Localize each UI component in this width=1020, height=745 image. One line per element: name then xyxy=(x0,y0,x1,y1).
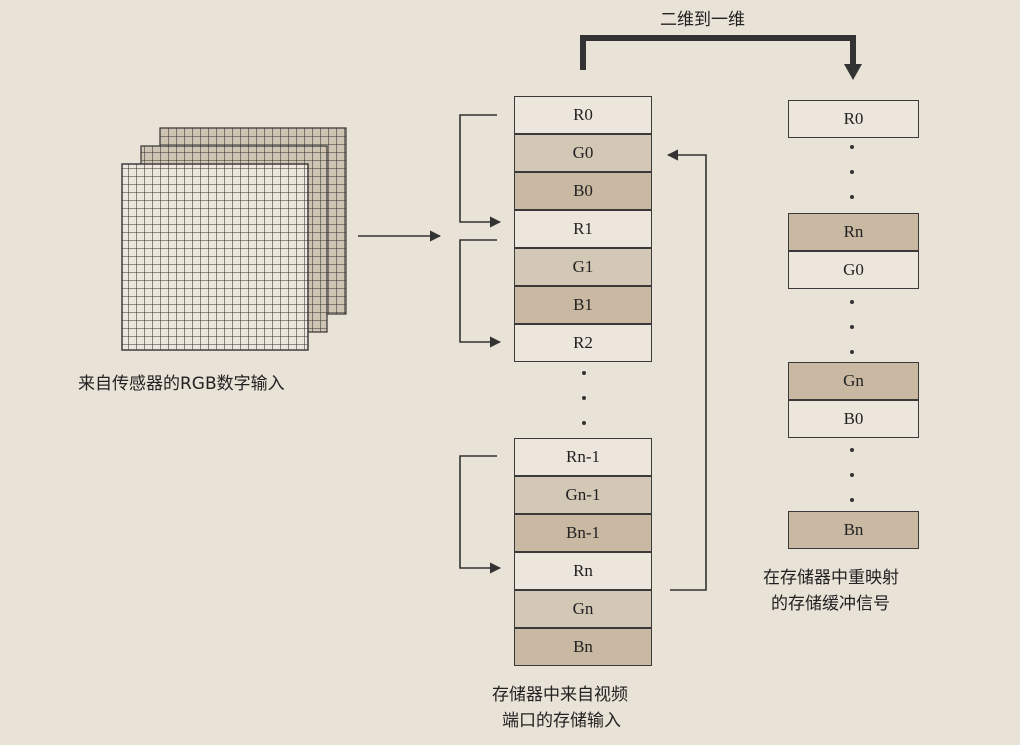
remap-cell: Bn xyxy=(788,511,919,549)
left-caption-line2: 端口的存储输入 xyxy=(502,711,621,731)
ellipsis-dot xyxy=(582,371,586,375)
mem-cell: Rn xyxy=(514,552,652,590)
mem-cell: Bn xyxy=(514,628,652,666)
mem-cell: R2 xyxy=(514,324,652,362)
mem-cell: Rn-1 xyxy=(514,438,652,476)
mem-cell: G1 xyxy=(514,248,652,286)
mem-cell: B1 xyxy=(514,286,652,324)
ellipsis-dot xyxy=(850,325,854,329)
sensor-caption: 来自传感器的RGB数字输入 xyxy=(78,374,285,394)
bracket-r0-r1 xyxy=(459,114,502,228)
mem-cell: Bn-1 xyxy=(514,514,652,552)
return-arrow xyxy=(666,149,707,591)
ellipsis-dot xyxy=(850,448,854,452)
bracket-rn1-rn xyxy=(459,455,502,574)
mem-cell: R0 xyxy=(514,96,652,134)
ellipsis-dot xyxy=(850,145,854,149)
remap-cell: Rn xyxy=(788,213,919,251)
ellipsis-dot xyxy=(850,473,854,477)
ellipsis-dot xyxy=(582,396,586,400)
ellipsis-dot xyxy=(582,421,586,425)
rgb-grid-stack xyxy=(121,127,347,351)
transform-arrow xyxy=(580,35,856,70)
remap-cell: B0 xyxy=(788,400,919,438)
transform-label: 二维到一维 xyxy=(660,10,745,30)
mem-cell: B0 xyxy=(514,172,652,210)
bracket-r1-r2 xyxy=(459,239,502,348)
mem-cell: Gn xyxy=(514,590,652,628)
remap-cell: R0 xyxy=(788,100,919,138)
mem-cell: R1 xyxy=(514,210,652,248)
remap-cell: G0 xyxy=(788,251,919,289)
transform-arrowhead xyxy=(844,64,862,80)
mem-cell: Gn-1 xyxy=(514,476,652,514)
mem-cell: G0 xyxy=(514,134,652,172)
ellipsis-dot xyxy=(850,170,854,174)
ellipsis-dot xyxy=(850,498,854,502)
remap-cell: Gn xyxy=(788,362,919,400)
left-caption-line1: 存储器中来自视频 xyxy=(492,685,628,705)
right-caption-line2: 的存储缓冲信号 xyxy=(771,594,890,614)
ellipsis-dot xyxy=(850,350,854,354)
ellipsis-dot xyxy=(850,300,854,304)
ellipsis-dot xyxy=(850,195,854,199)
right-caption-line1: 在存储器中重映射 xyxy=(763,568,899,588)
